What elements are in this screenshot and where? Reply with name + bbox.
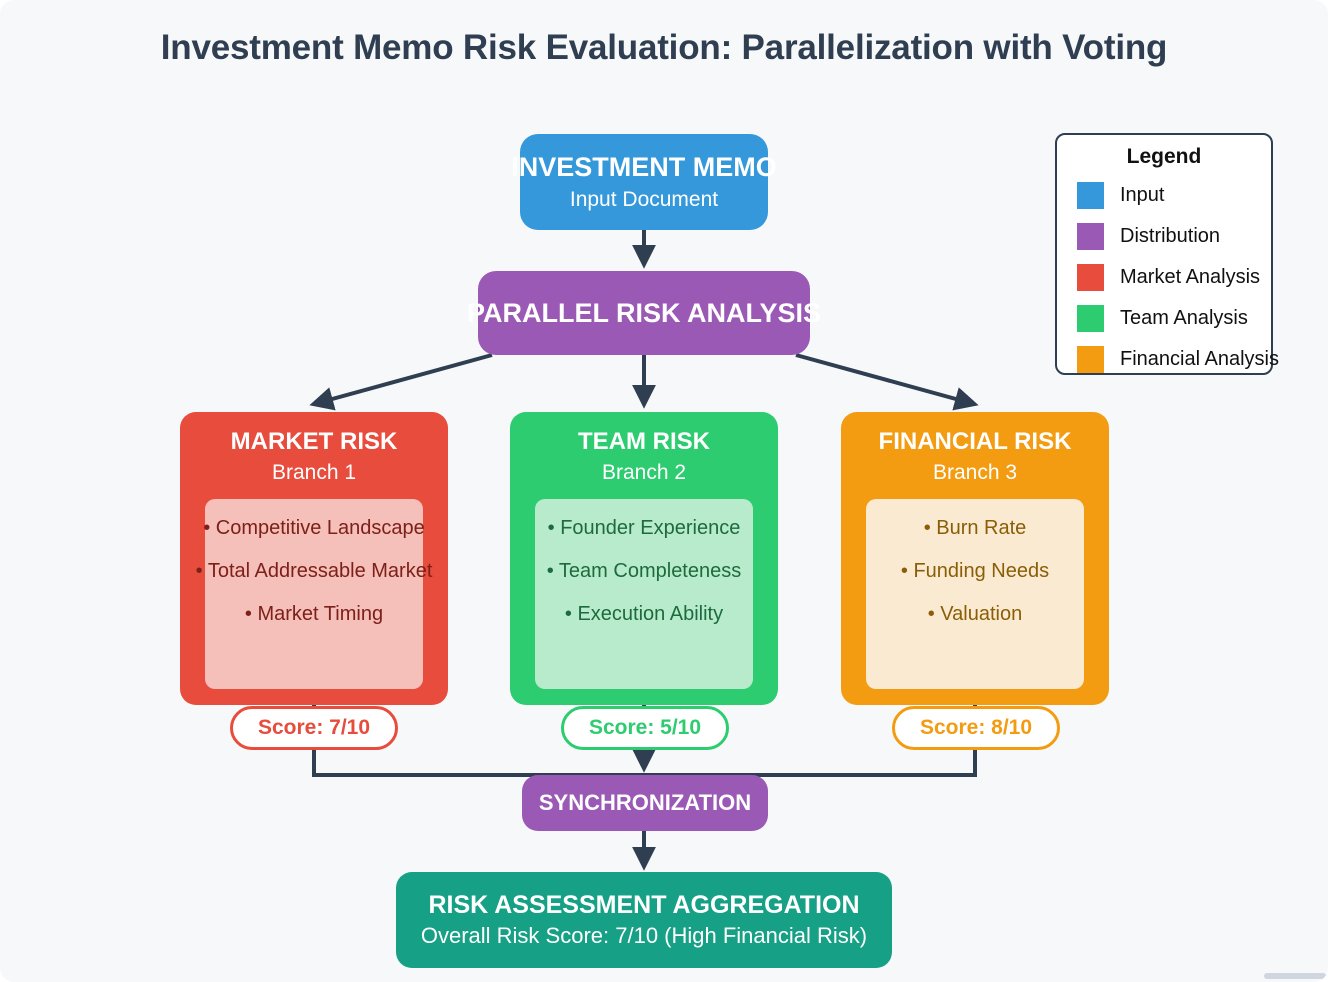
branch-financial-risk-criteria-panel: • Burn Rate • Funding Needs • Valuation	[866, 498, 1084, 689]
page-title: Investment Memo Risk Evaluation: Paralle…	[160, 28, 1168, 67]
branch-financial-risk[interactable]: FINANCIAL RISK Branch 3 • Burn Rate • Fu…	[841, 412, 1109, 705]
branch-financial-risk-title: FINANCIAL RISK	[878, 428, 1072, 455]
legend-item-financial-analysis: Financial Analysis	[1057, 339, 1279, 380]
node-synchronization-title: SYNCHRONIZATION	[538, 789, 752, 815]
legend-label-financial-analysis: Financial Analysis	[1120, 348, 1279, 370]
node-investment-memo[interactable]: INVESTMENT MEMO Input Document	[511, 134, 777, 230]
list-item: • Competitive Landscape	[203, 516, 425, 539]
legend: Legend Input Distribution Market Analysi…	[1055, 133, 1279, 375]
list-item: • Valuation	[927, 602, 1023, 625]
score-badge-financial-risk: Score: 8/10	[892, 706, 1060, 750]
node-investment-memo-subtitle: Input Document	[569, 187, 719, 211]
node-parallel-risk-analysis[interactable]: PARALLEL RISK ANALYSIS	[467, 271, 821, 355]
legend-item-team-analysis: Team Analysis	[1057, 298, 1271, 339]
list-item: • Founder Experience	[547, 516, 741, 539]
legend-label-team-analysis: Team Analysis	[1120, 307, 1248, 329]
branch-team-risk-title: TEAM RISK	[578, 428, 710, 455]
branch-market-risk[interactable]: MARKET RISK Branch 1 • Competitive Lands…	[180, 412, 448, 705]
branch-team-risk-criteria-panel: • Founder Experience • Team Completeness…	[535, 498, 753, 689]
list-item: • Execution Ability	[564, 602, 724, 625]
legend-swatch-financial-analysis	[1077, 346, 1104, 373]
list-item: • Team Completeness	[546, 559, 742, 582]
legend-label-distribution: Distribution	[1120, 225, 1221, 247]
legend-item-distribution: Distribution	[1057, 216, 1271, 257]
list-item: • Market Timing	[244, 602, 384, 625]
legend-item-input: Input	[1057, 175, 1271, 216]
scrollbar-artifact[interactable]	[1264, 973, 1326, 979]
node-parallel-risk-analysis-title: PARALLEL RISK ANALYSIS	[466, 297, 822, 328]
branch-market-risk-title: MARKET RISK	[230, 428, 398, 455]
legend-swatch-input	[1077, 182, 1104, 209]
node-investment-memo-title: INVESTMENT MEMO	[511, 152, 777, 183]
list-item: • Burn Rate	[923, 516, 1027, 539]
branch-market-risk-criteria-panel: • Competitive Landscape • Total Addressa…	[196, 498, 432, 689]
node-synchronization[interactable]: SYNCHRONIZATION	[522, 775, 768, 831]
score-badge-team-risk: Score: 5/10	[561, 706, 729, 750]
legend-label-input: Input	[1120, 184, 1165, 206]
legend-label-market-analysis: Market Analysis	[1120, 266, 1261, 288]
legend-swatch-market-analysis	[1077, 264, 1104, 291]
legend-item-market-analysis: Market Analysis	[1057, 257, 1271, 298]
node-risk-assessment-aggregation-title: RISK ASSESSMENT AGGREGATION	[428, 890, 860, 919]
score-badge-market-risk: Score: 7/10	[230, 706, 398, 750]
branch-team-risk-subtitle: Branch 2	[601, 460, 687, 484]
branch-market-risk-subtitle: Branch 1	[271, 460, 357, 484]
list-item: • Funding Needs	[900, 559, 1050, 582]
legend-swatch-distribution	[1077, 223, 1104, 250]
node-risk-assessment-aggregation-subtitle: Overall Risk Score: 7/10 (High Financial…	[420, 922, 868, 948]
branch-team-risk[interactable]: TEAM RISK Branch 2 • Founder Experience …	[510, 412, 778, 705]
legend-swatch-team-analysis	[1077, 305, 1104, 332]
legend-title: Legend	[1126, 145, 1202, 168]
branch-financial-risk-subtitle: Branch 3	[932, 460, 1018, 484]
list-item: • Total Addressable Market	[195, 559, 433, 582]
node-risk-assessment-aggregation[interactable]: RISK ASSESSMENT AGGREGATION Overall Risk…	[396, 872, 892, 968]
